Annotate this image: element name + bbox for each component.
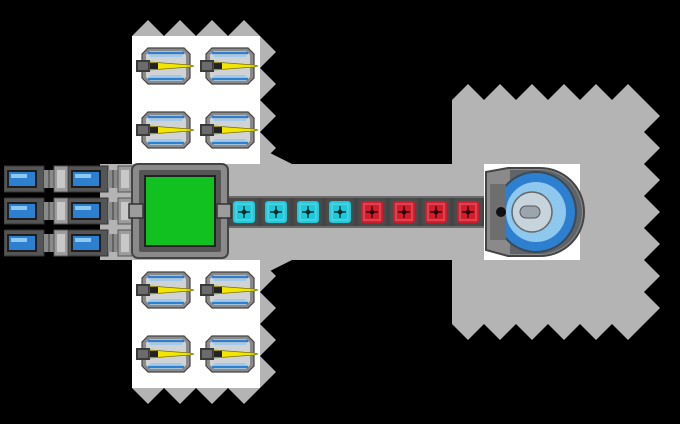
cockpit-dome[interactable] [484, 164, 585, 260]
cyan-energy-module-icon[interactable] [326, 198, 354, 226]
thruster-layer [4, 165, 132, 257]
yellow-blade-turret-icon[interactable] [134, 270, 196, 310]
yellow-blade-turret-icon[interactable] [198, 110, 260, 150]
red-power-module-icon[interactable] [454, 198, 482, 226]
blue-thruster-icon[interactable] [4, 197, 68, 225]
red-power-module-icon[interactable] [390, 198, 418, 226]
yellow-blade-turret-icon[interactable] [134, 334, 196, 374]
blue-thruster-icon[interactable] [68, 229, 132, 257]
cyan-energy-module-icon[interactable] [230, 198, 258, 226]
blue-thruster-icon[interactable] [68, 197, 132, 225]
green-core-block[interactable] [128, 163, 232, 259]
yellow-blade-turret-icon[interactable] [198, 270, 260, 310]
red-power-module-icon[interactable] [422, 198, 450, 226]
yellow-blade-turret-icon[interactable] [198, 334, 260, 374]
cyan-energy-module-icon[interactable] [294, 198, 322, 226]
cyan-energy-module-icon[interactable] [262, 198, 290, 226]
red-power-module-icon[interactable] [358, 198, 386, 226]
blue-thruster-icon[interactable] [68, 165, 132, 193]
yellow-blade-turret-icon[interactable] [198, 46, 260, 86]
blue-thruster-icon[interactable] [4, 165, 68, 193]
yellow-blade-turret-icon[interactable] [134, 46, 196, 86]
yellow-blade-turret-icon[interactable] [134, 110, 196, 150]
blue-thruster-icon[interactable] [4, 229, 68, 257]
